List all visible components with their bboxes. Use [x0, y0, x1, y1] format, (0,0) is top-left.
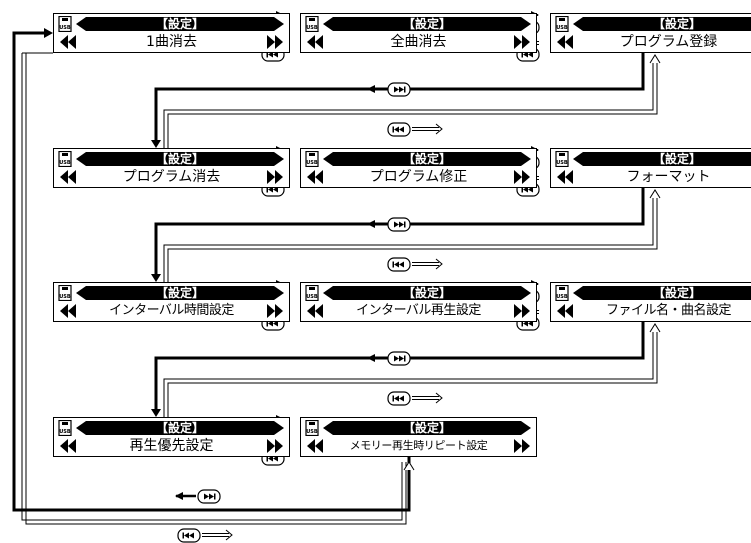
screen-delete-one-track: USB 【設定】 1曲消去: [53, 13, 290, 53]
rewind-icon: [307, 304, 323, 318]
menu-item-label: インターバル再生設定: [356, 303, 481, 318]
screen-program-edit: USB 【設定】 プログラム修正: [300, 148, 537, 188]
screen-program-register: USB 【設定】 プログラム登録: [550, 13, 751, 53]
back-arrow: [435, 392, 443, 404]
screen-interval-play-setting: USB 【設定】 インターバル再生設定: [300, 282, 537, 322]
back-arrow: [435, 258, 443, 270]
header-banner: [76, 421, 284, 435]
rewind-icon: [60, 170, 76, 184]
usb-icon: USB: [58, 420, 72, 436]
svg-text:USB: USB: [59, 294, 71, 300]
usb-icon: USB: [305, 16, 319, 32]
header-banner: [76, 152, 284, 166]
menu-item-label: 全曲消去: [390, 34, 447, 50]
menu-item-label: 1曲消去: [146, 34, 197, 50]
fast-forward-icon: [514, 170, 530, 184]
menu-item-label: 再生優先設定: [129, 438, 214, 454]
usb-icon: USB: [305, 151, 319, 167]
header-banner: [323, 286, 531, 300]
fast-forward-icon: [267, 304, 283, 318]
header-title: 【設定】: [155, 17, 204, 31]
header-title: 【設定】: [652, 286, 701, 300]
header-banner: [76, 286, 284, 300]
header-banner: [323, 152, 531, 166]
svg-text:USB: USB: [556, 160, 568, 166]
rewind-icon: [307, 35, 323, 49]
header-banner: [573, 152, 751, 166]
wrap-back-path: [163, 328, 654, 417]
header-title: 【設定】: [652, 152, 701, 166]
menu-item-label: プログラム修正: [369, 169, 468, 185]
rewind-icon: [557, 170, 573, 184]
screen-interval-time-setting: USB 【設定】 インターバル時間設定: [53, 282, 290, 322]
fast-forward-icon: [514, 304, 530, 318]
menu-item-label: プログラム登録: [619, 34, 718, 50]
usb-icon: USB: [555, 151, 569, 167]
svg-text:USB: USB: [556, 25, 568, 31]
usb-icon: USB: [305, 285, 319, 301]
rewind-icon: [60, 439, 76, 453]
screen-memory-repeat-setting: USB 【設定】 メモリー再生時リピート設定: [300, 417, 537, 457]
svg-text:USB: USB: [306, 160, 318, 166]
svg-text:USB: USB: [306, 294, 318, 300]
loop-forward-path: [12, 31, 411, 512]
rewind-icon: [60, 35, 76, 49]
usb-icon: USB: [305, 420, 319, 436]
header-banner: [573, 286, 751, 300]
header-banner: [573, 17, 751, 31]
back-arrow: [225, 529, 233, 541]
screen-format: USB 【設定】 フォーマット: [550, 148, 751, 188]
menu-item-label: プログラム消去: [122, 169, 221, 185]
fast-forward-icon: [267, 35, 283, 49]
screen-play-priority-setting: USB 【設定】 再生優先設定: [53, 417, 290, 457]
menu-item-label: フォーマット: [626, 169, 711, 185]
header-title: 【設定】: [155, 286, 204, 300]
usb-icon: USB: [58, 151, 72, 167]
usb-icon: USB: [555, 285, 569, 301]
usb-icon: USB: [58, 285, 72, 301]
header-title: 【設定】: [652, 17, 701, 31]
header-title: 【設定】: [402, 17, 451, 31]
usb-icon: USB: [58, 16, 72, 32]
header-title: 【設定】: [155, 152, 204, 166]
rewind-icon: [307, 439, 323, 453]
header-banner: [323, 421, 531, 435]
header-banner: [323, 17, 531, 31]
svg-text:USB: USB: [59, 25, 71, 31]
header-title: 【設定】: [402, 286, 451, 300]
header-title: 【設定】: [402, 421, 451, 435]
menu-item-label: インターバル時間設定: [109, 303, 234, 318]
header-title: 【設定】: [155, 421, 204, 435]
svg-text:USB: USB: [556, 294, 568, 300]
svg-text:USB: USB: [306, 429, 318, 435]
header-banner: [76, 17, 284, 31]
screen-file-title-setting: USB 【設定】 ファイル名・曲名設定: [550, 282, 751, 322]
svg-text:USB: USB: [306, 25, 318, 31]
rewind-icon: [557, 35, 573, 49]
svg-text:USB: USB: [59, 429, 71, 435]
svg-text:USB: USB: [59, 160, 71, 166]
header-title: 【設定】: [402, 152, 451, 166]
rewind-icon: [557, 304, 573, 318]
fast-forward-icon: [514, 35, 530, 49]
fast-forward-icon: [514, 439, 530, 453]
loop-back-path: [21, 53, 403, 521]
menu-item-label: メモリー再生時リピート設定: [349, 439, 488, 452]
rewind-icon: [60, 304, 76, 318]
menu-item-label: ファイル名・曲名設定: [605, 303, 732, 318]
rewind-icon: [307, 170, 323, 184]
fast-forward-icon: [267, 439, 283, 453]
usb-icon: USB: [555, 16, 569, 32]
wrap-back-path: [163, 59, 654, 148]
screen-delete-all-tracks: USB 【設定】 全曲消去: [300, 13, 537, 53]
back-arrow: [435, 123, 443, 135]
fast-forward-icon: [267, 170, 283, 184]
wrap-back-path: [163, 194, 654, 282]
screen-program-delete: USB 【設定】 プログラム消去: [53, 148, 290, 188]
